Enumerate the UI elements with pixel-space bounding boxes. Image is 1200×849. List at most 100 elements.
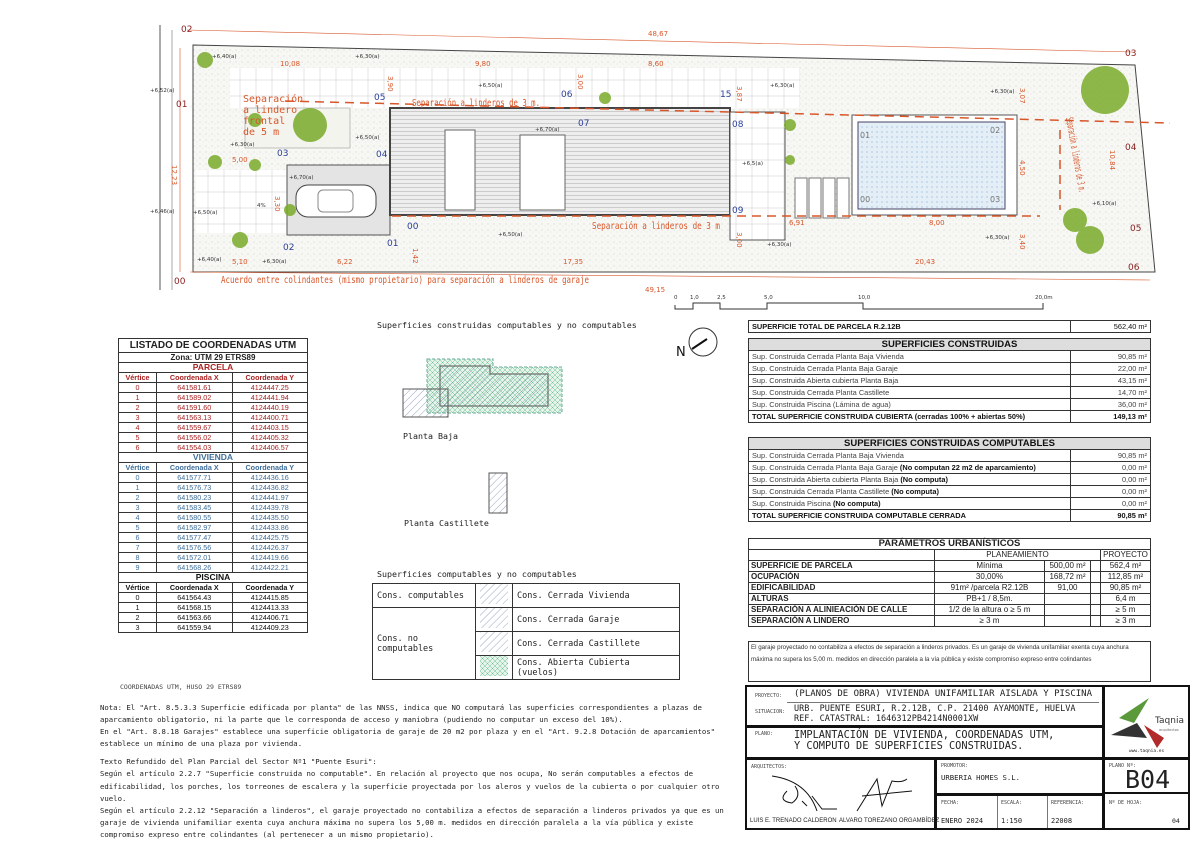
- svg-text:05: 05: [1130, 224, 1141, 234]
- promoter: URBERIA HOMES S.L.: [941, 773, 1021, 782]
- note-paragraph: En el "Art. 8.8.18 Garajes" establece un…: [100, 727, 716, 749]
- swatch-castillete: [475, 631, 513, 656]
- architect-signatures: [771, 775, 913, 812]
- surface-row: Sup. Construida Cerrada Planta Castillet…: [748, 485, 1151, 498]
- trees: [197, 52, 1129, 254]
- svg-text:+6,5(a): +6,5(a): [742, 161, 763, 167]
- svg-text:Acuerdo entre colindantes (mis: Acuerdo entre colindantes (mismo propiet…: [221, 274, 589, 286]
- legend-item: Cons. Cerrada Vivienda: [512, 583, 680, 608]
- svg-text:02: 02: [283, 243, 294, 253]
- svg-text:+6,30(a): +6,30(a): [985, 235, 1010, 241]
- scale-bar: 0 1,0 2,5 5,0 10,0 20,0m: [674, 295, 1053, 310]
- arquitectos-label: ARQUITECTOS:: [751, 764, 788, 770]
- svg-text:04: 04: [376, 150, 388, 160]
- svg-text:Separación: Separación: [243, 93, 303, 105]
- svg-text:00: 00: [860, 195, 870, 204]
- escala-label: ESCALA:: [1001, 800, 1023, 806]
- svg-text:+6,50(a): +6,50(a): [355, 135, 380, 141]
- svg-text:+6,10(a): +6,10(a): [1092, 201, 1117, 207]
- promotor-label: PROMOTOR:: [941, 763, 969, 769]
- svg-text:+6,70(a): +6,70(a): [535, 127, 560, 133]
- reference: 22008: [1051, 817, 1073, 825]
- parameters-title: PARÁMETROS URBANÍSTICOS: [748, 538, 1151, 550]
- svg-text:17,35: 17,35: [563, 258, 583, 266]
- architect-1: LUIS E. TRENADO CALDERON: [750, 818, 837, 824]
- svg-text:15: 15: [720, 90, 731, 100]
- note-paragraph: Nota: El "Art. 8.5.3.3 Superficie edific…: [100, 703, 702, 725]
- svg-text:+6,40(a): +6,40(a): [212, 54, 237, 60]
- plan-number: B04: [1125, 765, 1171, 794]
- terrace: [729, 111, 786, 241]
- svg-text:+6,30(a): +6,30(a): [262, 259, 287, 265]
- legend-item: Cons. Cerrada Garaje: [512, 607, 680, 632]
- plano-no-label: PLANO Nº:: [1109, 763, 1137, 769]
- svg-text:1,0: 1,0: [690, 295, 699, 301]
- svg-text:6,91: 6,91: [789, 219, 805, 227]
- parcel-surface-value: 562,40 m²: [1070, 320, 1151, 333]
- utm-coordinates-table: LISTADO DE COORDENADAS UTM Zona: UTM 29 …: [118, 338, 309, 633]
- svg-text:09: 09: [732, 206, 744, 216]
- dimension-lines: [179, 29, 1151, 281]
- surface-row: Sup. Construida Piscina (Lámina de agua)…: [748, 398, 1151, 411]
- svg-text:01: 01: [176, 100, 187, 110]
- utm-title: LISTADO DE COORDENADAS UTM: [118, 338, 308, 353]
- table-header: SUPERFICIES CONSTRUIDAS: [748, 338, 1151, 351]
- svg-text:0: 0: [674, 295, 678, 301]
- svg-text:03: 03: [990, 195, 1000, 204]
- site-plan: 48,67 10,08 9,80 8,60 12,23 5,00 5,10 6,…: [150, 25, 1171, 310]
- svg-text:+6,50(a): +6,50(a): [498, 232, 523, 238]
- svg-text:+6,30(a): +6,30(a): [230, 142, 255, 148]
- surfaces-diagram: [402, 358, 563, 514]
- svg-text:a lindero: a lindero: [243, 105, 297, 116]
- svg-text:8,60: 8,60: [648, 60, 664, 68]
- svg-text:+6,46(a): +6,46(a): [150, 209, 175, 215]
- svg-text:3,40: 3,40: [1018, 234, 1026, 250]
- setback-lines: [284, 100, 1171, 217]
- legend-title: Superficies computables y no computables: [377, 569, 577, 579]
- legend-item: Cons. Cerrada Castillete: [512, 631, 680, 656]
- svg-text:N: N: [676, 345, 686, 360]
- notes: Nota: El "Art. 8.5.3.3 Superficie edific…: [100, 702, 740, 841]
- svg-text:07: 07: [578, 119, 589, 129]
- label-planta-baja: Planta Baja: [403, 431, 458, 441]
- svg-text:01: 01: [387, 239, 398, 249]
- swatch-vivienda: [475, 583, 513, 608]
- bathroom: [444, 129, 476, 211]
- svg-text:3,90: 3,90: [386, 76, 394, 92]
- fecha-label: FECHA:: [941, 800, 960, 806]
- driveway: [196, 170, 288, 233]
- surface-row: Sup. Construida Piscina (No computa)0,00…: [748, 497, 1151, 510]
- svg-text:+6,50(a): +6,50(a): [478, 83, 503, 89]
- svg-text:04: 04: [1125, 143, 1137, 153]
- plano-label: PLANO:: [755, 731, 774, 737]
- project-name: (PLANOS DE OBRA) VIVIENDA UNIFAMILIAR AI…: [794, 689, 1093, 699]
- svg-text:3,87: 3,87: [735, 86, 743, 102]
- utm-zone: Zona: UTM 29 ETRS89: [118, 352, 308, 363]
- swatch-garaje: [475, 607, 513, 632]
- proyecto-label: PROYECTO:: [755, 693, 783, 699]
- scale: 1:150: [1001, 817, 1023, 825]
- title-block: PROYECTO: (PLANOS DE OBRA) VIVIENDA UNIF…: [745, 685, 1190, 830]
- svg-text:03: 03: [1125, 49, 1136, 59]
- note-paragraph: Según el artículo 2.2.12 "Separación a l…: [100, 805, 724, 839]
- svg-text:+6,30(a): +6,30(a): [990, 89, 1015, 95]
- svg-text:02: 02: [990, 126, 1000, 135]
- svg-text:1,42: 1,42: [411, 248, 419, 264]
